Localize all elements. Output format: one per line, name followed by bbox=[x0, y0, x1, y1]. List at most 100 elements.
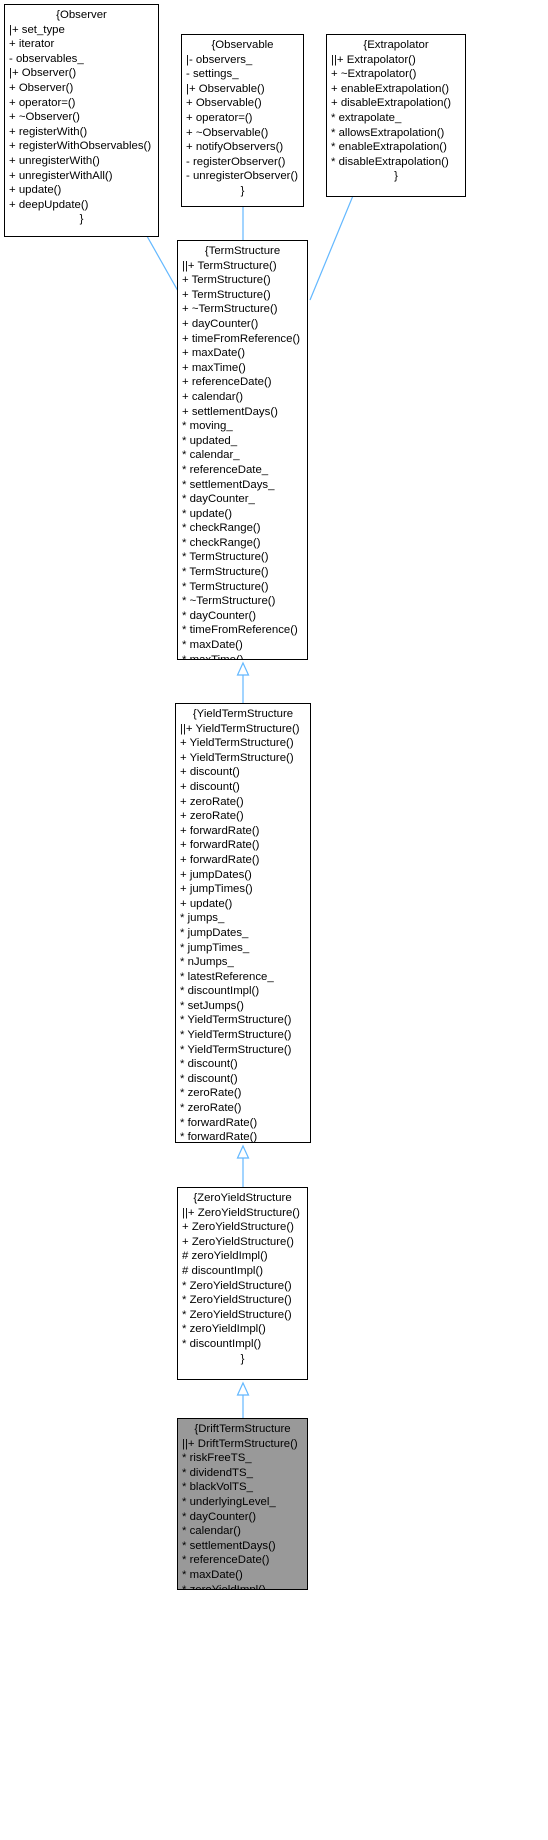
inheritance-arrowhead-yieldtermstructure bbox=[236, 1144, 250, 1159]
class-member: + registerWithObservables() bbox=[9, 140, 152, 153]
class-member: + TermStructure() bbox=[182, 274, 271, 287]
class-member: # zeroYieldImpl() bbox=[182, 1250, 268, 1263]
class-node-observable[interactable]: {Observable|- observers_- settings_|+ Ob… bbox=[181, 34, 304, 207]
class-member: + settlementDays() bbox=[182, 405, 278, 418]
class-member: * TermStructure() bbox=[182, 566, 269, 579]
class-member: + forwardRate() bbox=[180, 839, 260, 852]
class-member: ||+ Extrapolator() bbox=[331, 53, 416, 66]
class-member: * zeroYieldImpl() bbox=[182, 1323, 266, 1336]
class-member: * referenceDate_ bbox=[182, 463, 269, 476]
class-member: + forwardRate() bbox=[180, 853, 260, 866]
class-member: + forwardRate() bbox=[180, 824, 260, 837]
class-member: - unregisterObserver() bbox=[186, 170, 299, 183]
class-member: * enableExtrapolation() bbox=[331, 141, 447, 154]
class-node-zeroyieldstructure[interactable]: {ZeroYieldStructure||+ ZeroYieldStructur… bbox=[177, 1187, 308, 1380]
class-member: * checkRange() bbox=[182, 536, 261, 549]
class-member: * discountImpl() bbox=[180, 985, 260, 998]
class-member: + operator=() bbox=[9, 96, 76, 109]
class-member: * underlyingLevel_ bbox=[182, 1495, 276, 1508]
class-member: * dayCounter() bbox=[182, 609, 257, 622]
class-member: * forwardRate() bbox=[180, 1131, 258, 1143]
class-member: + maxDate() bbox=[182, 347, 245, 360]
class-title: {YieldTermStructure bbox=[192, 708, 294, 720]
class-member: + YieldTermStructure() bbox=[180, 737, 294, 750]
class-member: + ZeroYieldStructure() bbox=[182, 1235, 294, 1248]
class-member: + discount() bbox=[180, 766, 240, 779]
class-member: + update() bbox=[180, 897, 233, 910]
class-close-brace: } bbox=[394, 170, 398, 183]
class-node-drifttermstructure[interactable]: {DriftTermStructure||+ DriftTermStructur… bbox=[177, 1418, 308, 1590]
class-member: * discount() bbox=[180, 1058, 238, 1071]
inheritance-arrowhead-termstructure bbox=[236, 661, 250, 676]
class-member: + Observable() bbox=[186, 97, 262, 110]
class-member: * dividendTS_ bbox=[182, 1466, 253, 1479]
class-member: * maxDate() bbox=[182, 1568, 243, 1581]
class-member: * zeroRate() bbox=[180, 1102, 242, 1115]
class-member: * dayCounter() bbox=[182, 1510, 257, 1523]
class-member: + zeroRate() bbox=[180, 795, 244, 808]
class-member: + unregisterWithAll() bbox=[9, 169, 113, 182]
class-member: * calendar() bbox=[182, 1525, 241, 1538]
class-member: + calendar() bbox=[182, 390, 244, 403]
class-member: + discount() bbox=[180, 780, 240, 793]
class-member: + Observer() bbox=[9, 81, 74, 94]
class-member: + disableExtrapolation() bbox=[331, 97, 451, 110]
class-member: * settlementDays() bbox=[182, 1539, 276, 1552]
class-member: + deepUpdate() bbox=[9, 198, 89, 211]
class-member: + dayCounter() bbox=[182, 317, 259, 330]
class-member: * discount() bbox=[180, 1072, 238, 1085]
inheritance-arrowhead-zeroyieldstructure bbox=[236, 1381, 250, 1396]
class-member: * TermStructure() bbox=[182, 580, 269, 593]
class-member: + update() bbox=[9, 184, 62, 197]
class-member: + referenceDate() bbox=[182, 376, 272, 389]
class-member: * nJumps_ bbox=[180, 956, 234, 969]
class-member: + jumpTimes() bbox=[180, 883, 253, 896]
class-member: * update() bbox=[182, 507, 233, 520]
class-member: * zeroRate() bbox=[180, 1087, 242, 1100]
class-member: + ~TermStructure() bbox=[182, 303, 278, 316]
class-node-observer[interactable]: {Observer|+ set_type+ iterator- observab… bbox=[4, 4, 159, 237]
class-member: * riskFreeTS_ bbox=[182, 1452, 252, 1465]
class-member: * ZeroYieldStructure() bbox=[182, 1294, 292, 1307]
class-member: * latestReference_ bbox=[180, 970, 274, 983]
class-member: * YieldTermStructure() bbox=[180, 1029, 292, 1042]
class-member: * TermStructure() bbox=[182, 551, 269, 564]
class-member: + zeroRate() bbox=[180, 810, 244, 823]
class-member: * referenceDate() bbox=[182, 1554, 270, 1567]
class-node-termstructure[interactable]: {TermStructure||+ TermStructure()+ TermS… bbox=[177, 240, 308, 660]
class-member: |+ Observable() bbox=[186, 82, 265, 95]
class-member: * YieldTermStructure() bbox=[180, 1043, 292, 1056]
class-member: * YieldTermStructure() bbox=[180, 1014, 292, 1027]
class-member: * extrapolate_ bbox=[331, 111, 402, 124]
class-member: * jumpTimes_ bbox=[180, 941, 250, 954]
class-member: + jumpDates() bbox=[180, 868, 252, 881]
class-member: * checkRange() bbox=[182, 522, 261, 535]
class-title: {ZeroYieldStructure bbox=[193, 1192, 292, 1204]
class-member: # discountImpl() bbox=[182, 1264, 264, 1277]
class-member: * calendar_ bbox=[182, 449, 240, 462]
class-member: |- observers_ bbox=[186, 53, 253, 66]
class-member: + enableExtrapolation() bbox=[331, 82, 450, 95]
class-member: * ZeroYieldStructure() bbox=[182, 1279, 292, 1292]
class-member: + notifyObservers() bbox=[186, 141, 284, 154]
class-member: * zeroYieldImpl() bbox=[182, 1583, 266, 1590]
class-member: * disableExtrapolation() bbox=[331, 155, 449, 168]
class-member: * jumps_ bbox=[180, 912, 225, 925]
class-member: + registerWith() bbox=[9, 125, 88, 138]
class-member: + ~Observer() bbox=[9, 111, 80, 124]
class-member: ||+ TermStructure() bbox=[182, 259, 277, 272]
class-node-extrapolator[interactable]: {Extrapolator||+ Extrapolator()+ ~Extrap… bbox=[326, 34, 466, 197]
class-title: {Observable bbox=[211, 39, 274, 51]
class-member: - registerObserver() bbox=[186, 155, 286, 168]
class-title: {DriftTermStructure bbox=[194, 1423, 291, 1435]
class-title: {Observer bbox=[56, 9, 107, 21]
class-member: * blackVolTS_ bbox=[182, 1481, 253, 1494]
class-member: * ZeroYieldStructure() bbox=[182, 1308, 292, 1321]
class-close-brace: } bbox=[240, 184, 245, 197]
class-member: + maxTime() bbox=[182, 361, 246, 374]
class-member: - observables_ bbox=[9, 52, 84, 65]
class-member: ||+ YieldTermStructure() bbox=[180, 722, 300, 735]
class-member: * forwardRate() bbox=[180, 1116, 258, 1129]
class-node-yieldtermstructure[interactable]: {YieldTermStructure ||+ YieldTermStructur… bbox=[175, 703, 311, 1143]
